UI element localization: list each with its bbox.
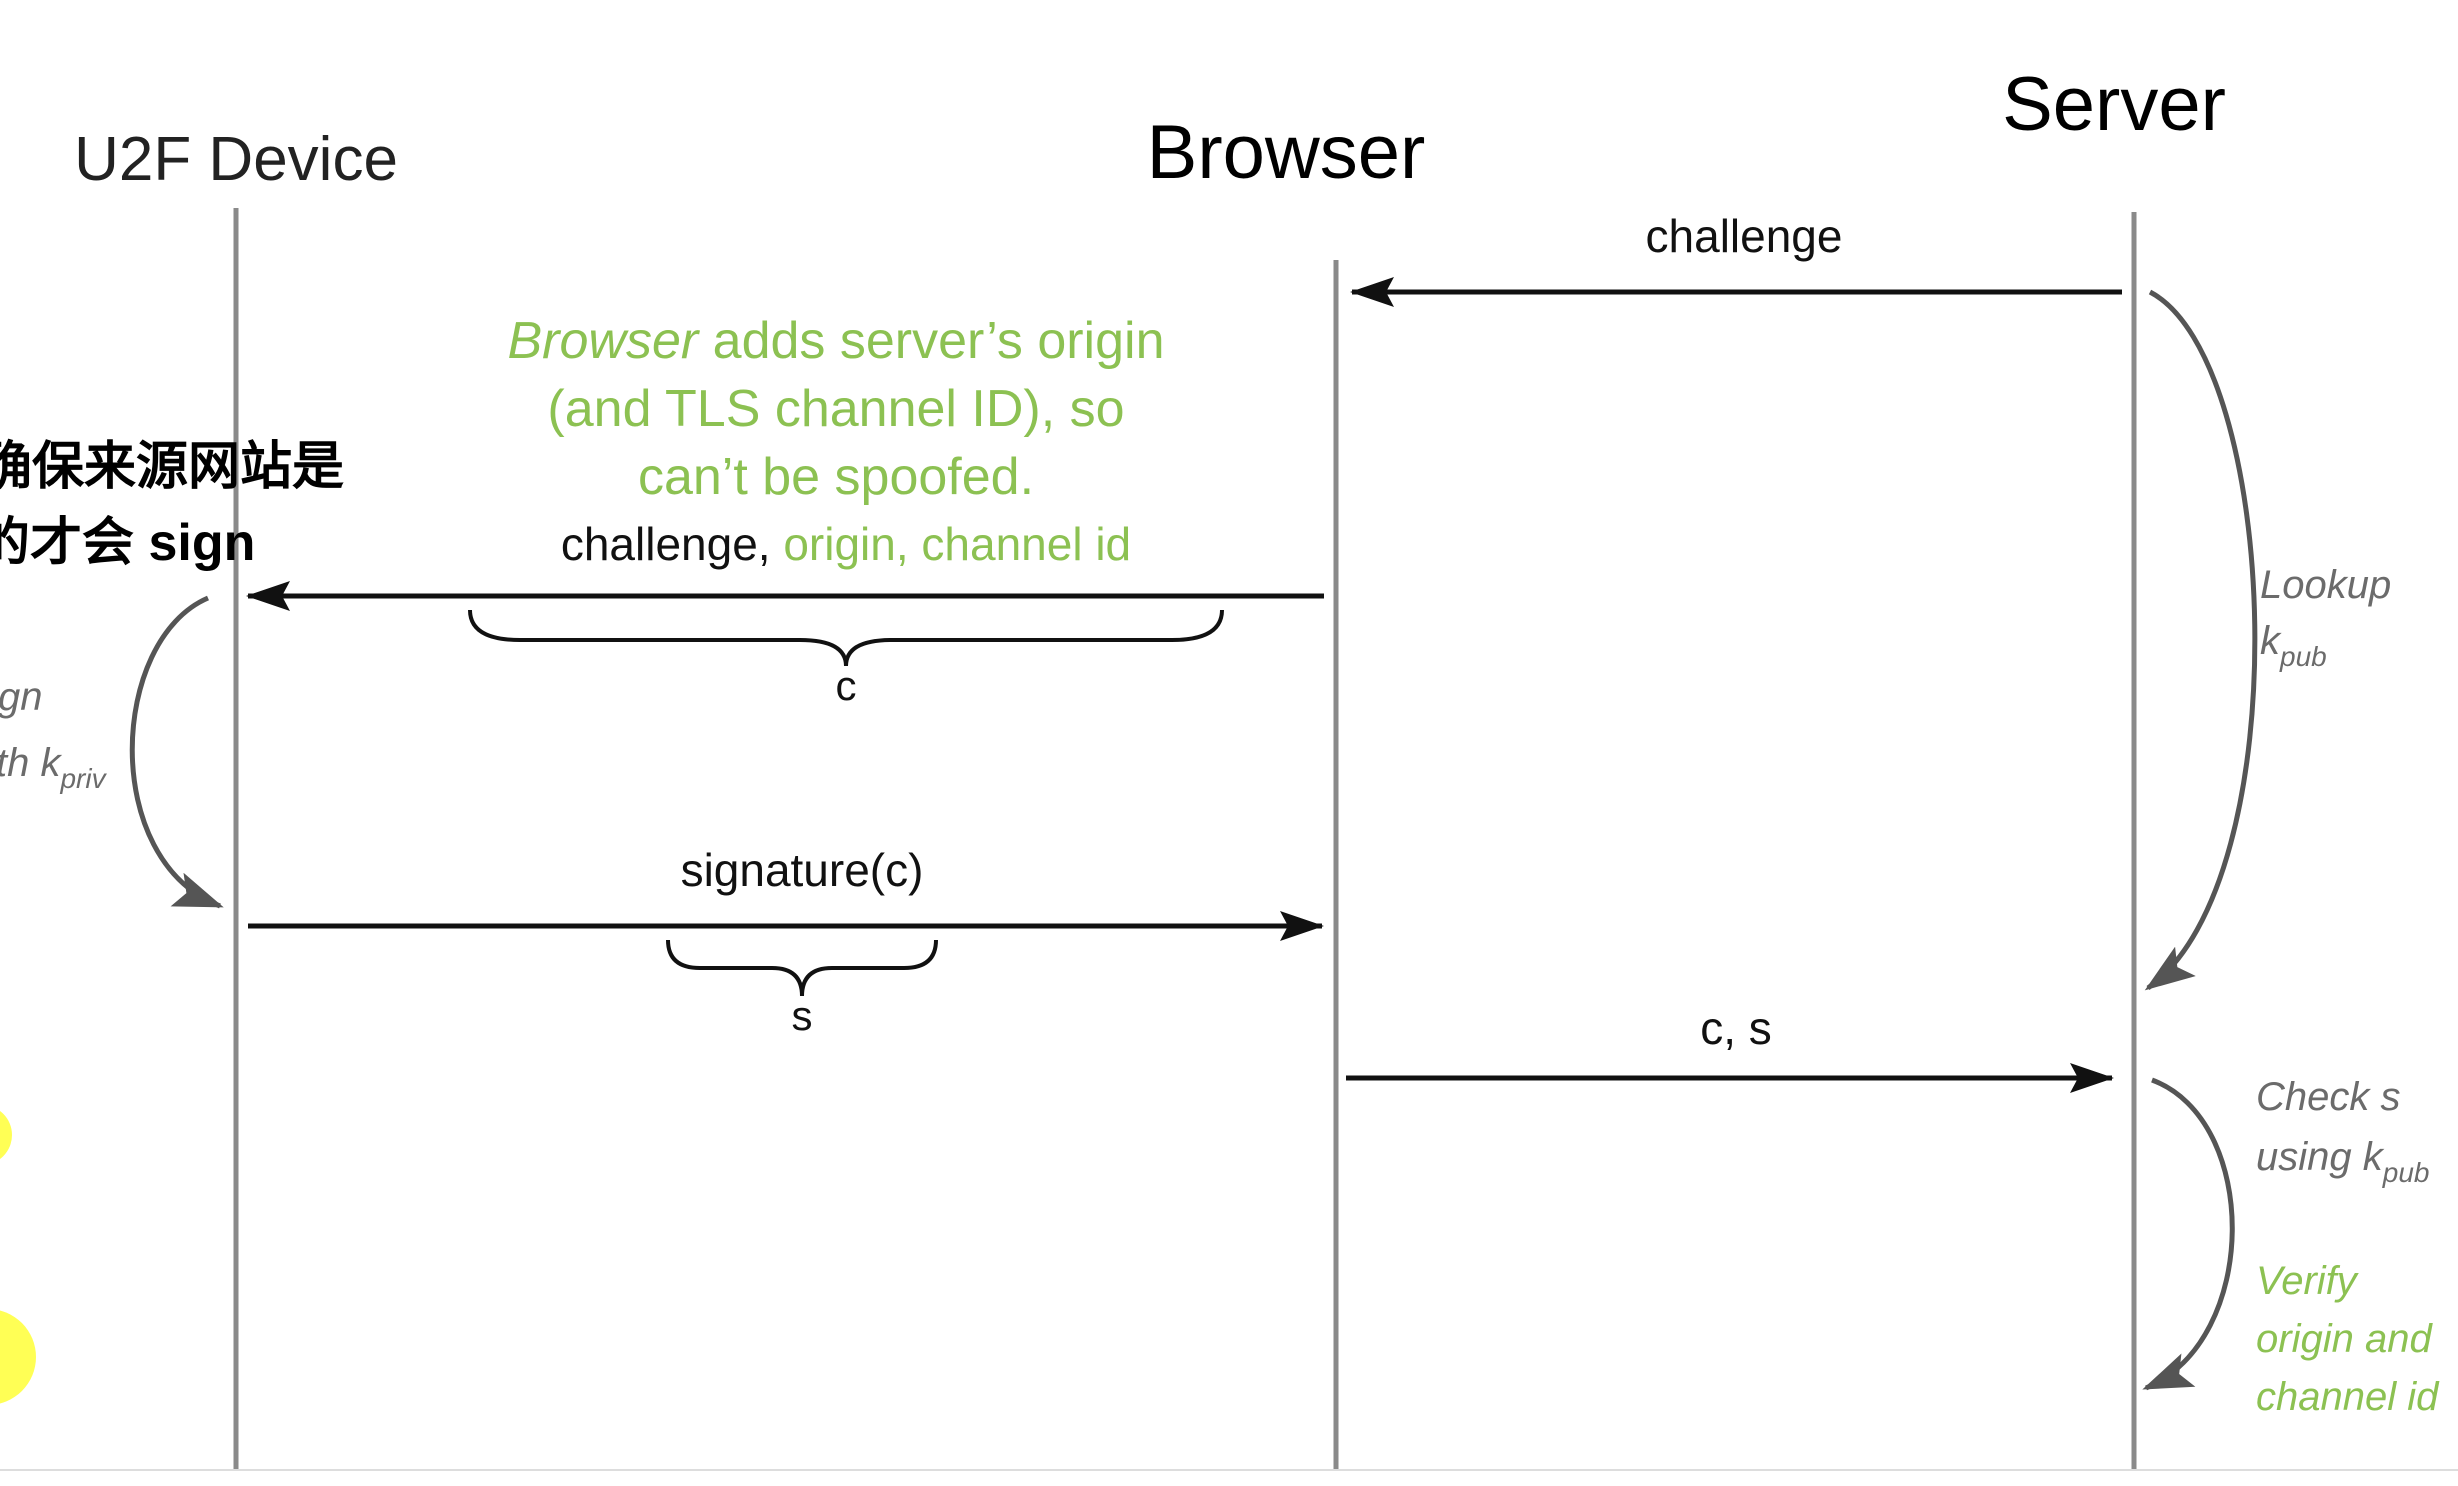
verify-line1: Verify — [2256, 1259, 2360, 1303]
check-curve-arrow — [2142, 1077, 2235, 1391]
c-brace — [468, 609, 1224, 667]
device-title: U2F Device — [74, 125, 398, 194]
kpub-label: kpub — [2260, 619, 2327, 672]
challenge-origin-label: challenge, origin, channel id — [561, 518, 1131, 570]
lookup-curve-arrow — [2144, 289, 2258, 991]
s-label: s — [792, 992, 813, 1039]
browser-note-line1: Browser adds server’s origin — [507, 312, 1164, 370]
server-title: Server — [2002, 62, 2226, 147]
browser-note-line3: can’t be spoofed. — [638, 448, 1034, 506]
cs-label: c, s — [1700, 1002, 1772, 1054]
browser-title: Browser — [1147, 110, 1426, 195]
c-label: c — [836, 662, 857, 709]
check-line2: using kpub — [2256, 1135, 2429, 1188]
highlight-dot — [0, 1111, 12, 1159]
verify-line3: channel id — [2256, 1375, 2440, 1419]
sign-note-line1: gn — [0, 675, 43, 719]
chinese-note-line2: 的才会 sign — [0, 514, 255, 572]
sign-curve-arrow — [129, 595, 224, 909]
sign-note-line2: th kpriv — [0, 741, 108, 794]
challenge-label: challenge — [1646, 210, 1843, 262]
verify-line2: origin and — [2256, 1317, 2433, 1361]
s-brace — [666, 939, 938, 997]
check-line1: Check s — [2256, 1075, 2401, 1119]
chinese-note-line1: 确保来源网站是 — [0, 438, 344, 496]
highlight-dot — [0, 1310, 36, 1404]
lookup-label: Lookup — [2260, 563, 2391, 607]
browser-note-line2: (and TLS channel ID), so — [547, 380, 1124, 438]
signature-label: signature(c) — [681, 844, 924, 896]
